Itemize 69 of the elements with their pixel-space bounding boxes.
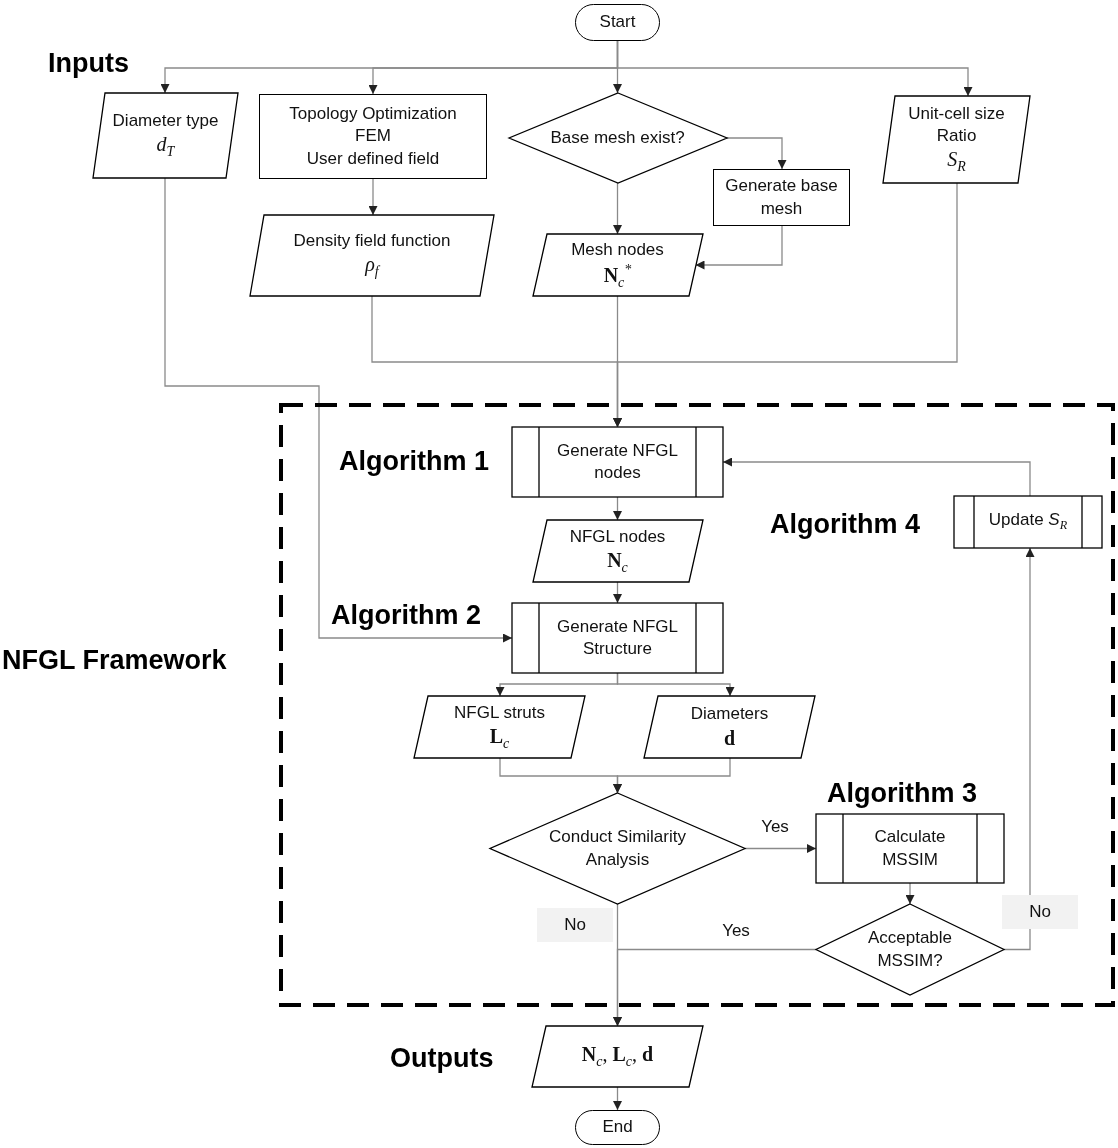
math-symbol: S$_{R}$	[947, 147, 966, 176]
node-label: Conduct Similarity Analysis	[548, 826, 687, 871]
node-label: Generate base mesh	[724, 175, 839, 220]
step-label: Algorithm 1	[339, 445, 489, 477]
subprocess-box	[954, 496, 1102, 548]
data-parallelogram	[532, 234, 703, 296]
data-parallelogram	[93, 93, 238, 178]
process-box	[259, 94, 487, 179]
data-parallelogram	[532, 520, 703, 582]
node-label: Calculate MSSIM	[873, 826, 947, 871]
data-parallelogram	[644, 696, 815, 758]
node-label: Unit-cell size Ratio	[907, 103, 1006, 148]
edge-label: No	[537, 908, 613, 942]
data-parallelogram	[883, 96, 1030, 183]
connector-arrow	[613, 182, 622, 235]
node-label: User defined field	[306, 147, 440, 170]
step-label: Algorithm 2	[331, 599, 481, 631]
connector-arrow	[905, 882, 915, 905]
section-heading: Inputs	[48, 47, 129, 79]
math-symbol: L$_{c}$	[489, 723, 510, 753]
node-label: Update S$_{R}$	[988, 509, 1068, 535]
step-label: Algorithm 3	[827, 777, 977, 809]
math-symbol: N$_{c}$, L$_{c}$, d	[581, 1042, 654, 1071]
node-label: FEM	[355, 125, 391, 148]
node-label: NFGL struts	[454, 701, 545, 724]
step-label: Algorithm 4	[770, 508, 920, 540]
subprocess-box	[512, 603, 723, 673]
connector-arrow	[613, 757, 731, 794]
data-parallelogram	[250, 215, 494, 296]
decision-diamond	[816, 904, 1004, 995]
connector-arrow	[1003, 547, 1035, 951]
node-label: Mesh nodes	[571, 238, 664, 261]
connector-arrow	[725, 137, 787, 170]
node-label: Base mesh exist?	[550, 126, 685, 149]
node-label: Start	[599, 11, 636, 34]
node-label: Acceptable MSSIM?	[866, 927, 954, 972]
math-symbol: ρ$_{f}$	[365, 252, 379, 281]
node-label: NFGL nodes	[569, 525, 666, 548]
node-label: Diameter type	[112, 110, 219, 133]
dashed-frame	[0, 405, 1113, 1005]
node-label: Topology Optimization	[289, 103, 457, 126]
frame-heading: NFGL Framework	[2, 644, 227, 676]
subprocess-box	[816, 814, 1004, 883]
node-label: Generate NFGL nodes	[556, 439, 679, 484]
decision-diamond	[508, 93, 727, 183]
node-label: Diameters	[690, 703, 769, 726]
subprocess-box	[512, 427, 723, 497]
step-label: Outputs	[390, 1042, 494, 1074]
data-parallelogram	[414, 696, 585, 758]
node-label: Generate NFGL Structure	[556, 615, 679, 660]
connector-arrow	[744, 844, 817, 853]
connector-arrow	[164, 177, 513, 643]
math-symbol: N$_{c}$	[607, 547, 628, 577]
edge-label: No	[1002, 895, 1078, 929]
connector-arrow	[616, 672, 735, 697]
connector-arrow	[613, 581, 622, 604]
process-box	[713, 169, 850, 226]
data-parallelogram	[532, 1026, 703, 1087]
node-label: Density field function	[293, 230, 451, 253]
math-symbol: d	[723, 725, 736, 751]
connector-arrow	[368, 178, 378, 216]
connector-arrow	[613, 496, 622, 521]
decision-diamond	[490, 793, 745, 904]
connector-arrow	[613, 295, 622, 428]
node-label: End	[602, 1116, 633, 1139]
math-symbol: d$_{T}$	[156, 132, 175, 161]
connector-arrow	[616, 40, 973, 97]
connector-arrow	[613, 903, 622, 1027]
connector-arrow	[613, 1086, 622, 1111]
